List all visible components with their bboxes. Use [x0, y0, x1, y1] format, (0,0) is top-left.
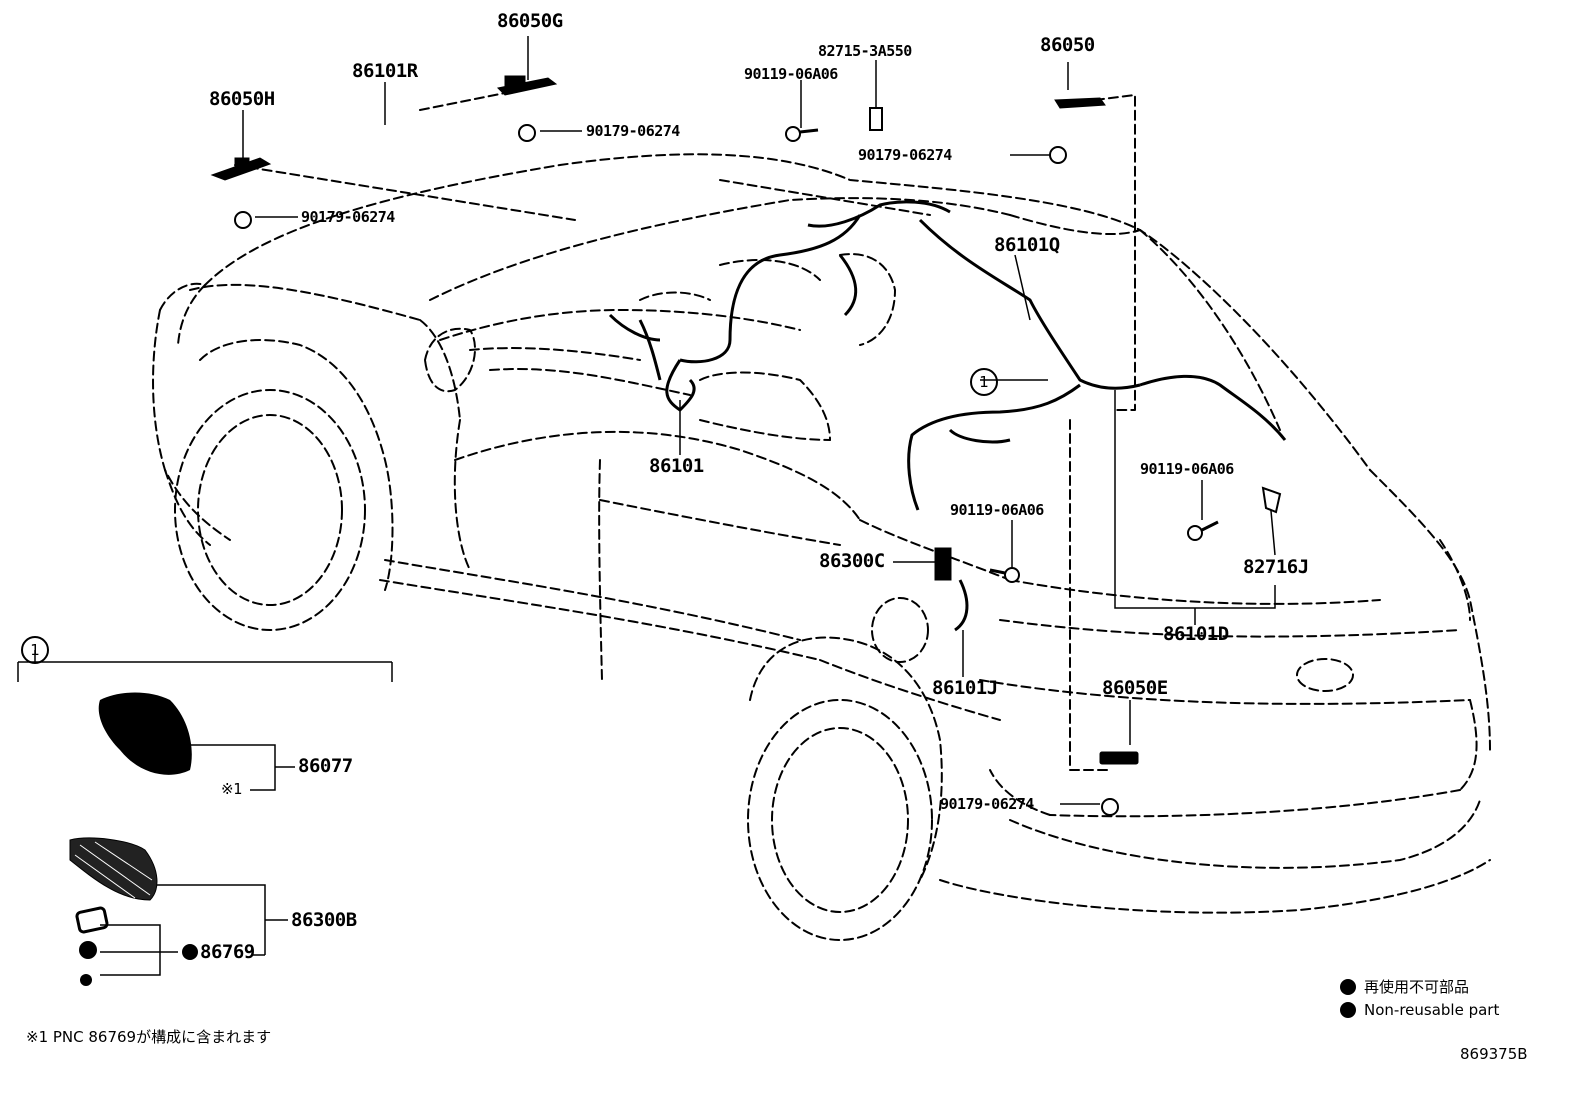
part-label-90179-06274: 90179-06274	[586, 122, 680, 140]
part-label-90179-06274: 90179-06274	[301, 208, 395, 226]
legend-jp: 再使用不可部品	[1340, 976, 1469, 997]
legend-dot-icon	[1340, 979, 1356, 995]
drawing-number: 869375B	[1460, 1045, 1528, 1063]
part-label-82716J: 82716J	[1243, 556, 1309, 578]
part-label-86050H: 86050H	[209, 88, 275, 110]
legend-dot-icon	[1340, 1002, 1356, 1018]
part-label-86101J: 86101J	[932, 677, 998, 699]
part-label-90119-06A06: 90119-06A06	[744, 65, 838, 83]
legend-jp-text: 再使用不可部品	[1364, 978, 1470, 996]
part-label-86050E: 86050E	[1102, 677, 1168, 699]
legend-en-text: Non-reusable part	[1364, 1001, 1500, 1019]
part-label-82715-3A550: 82715-3A550	[818, 42, 912, 60]
inset-callout-circle: 1	[21, 636, 49, 664]
part-label-86300C: 86300C	[819, 550, 885, 572]
part-label-86769: 86769	[200, 941, 255, 963]
note-mark: ※1	[221, 780, 242, 798]
part-label-86300B: 86300B	[291, 909, 357, 931]
part-label-86101Q: 86101Q	[994, 234, 1060, 256]
part-label-86077: 86077	[298, 755, 353, 777]
part-label-90179-06274: 90179-06274	[940, 795, 1034, 813]
part-label-86101R: 86101R	[352, 60, 418, 82]
legend-en: Non-reusable part	[1340, 1001, 1499, 1019]
part-label-90119-06A06: 90119-06A06	[1140, 460, 1234, 478]
part-label-86101D: 86101D	[1163, 623, 1229, 645]
callout-circle: 1	[970, 368, 998, 396]
footnote: ※1 PNC 86769が構成に含まれます	[26, 1028, 272, 1046]
part-label-86101: 86101	[649, 455, 704, 477]
part-label-86050G: 86050G	[497, 10, 563, 32]
part-label-86050: 86050	[1040, 34, 1095, 56]
part-label-90179-06274: 90179-06274	[858, 146, 952, 164]
part-label-90119-06A06: 90119-06A06	[950, 501, 1044, 519]
